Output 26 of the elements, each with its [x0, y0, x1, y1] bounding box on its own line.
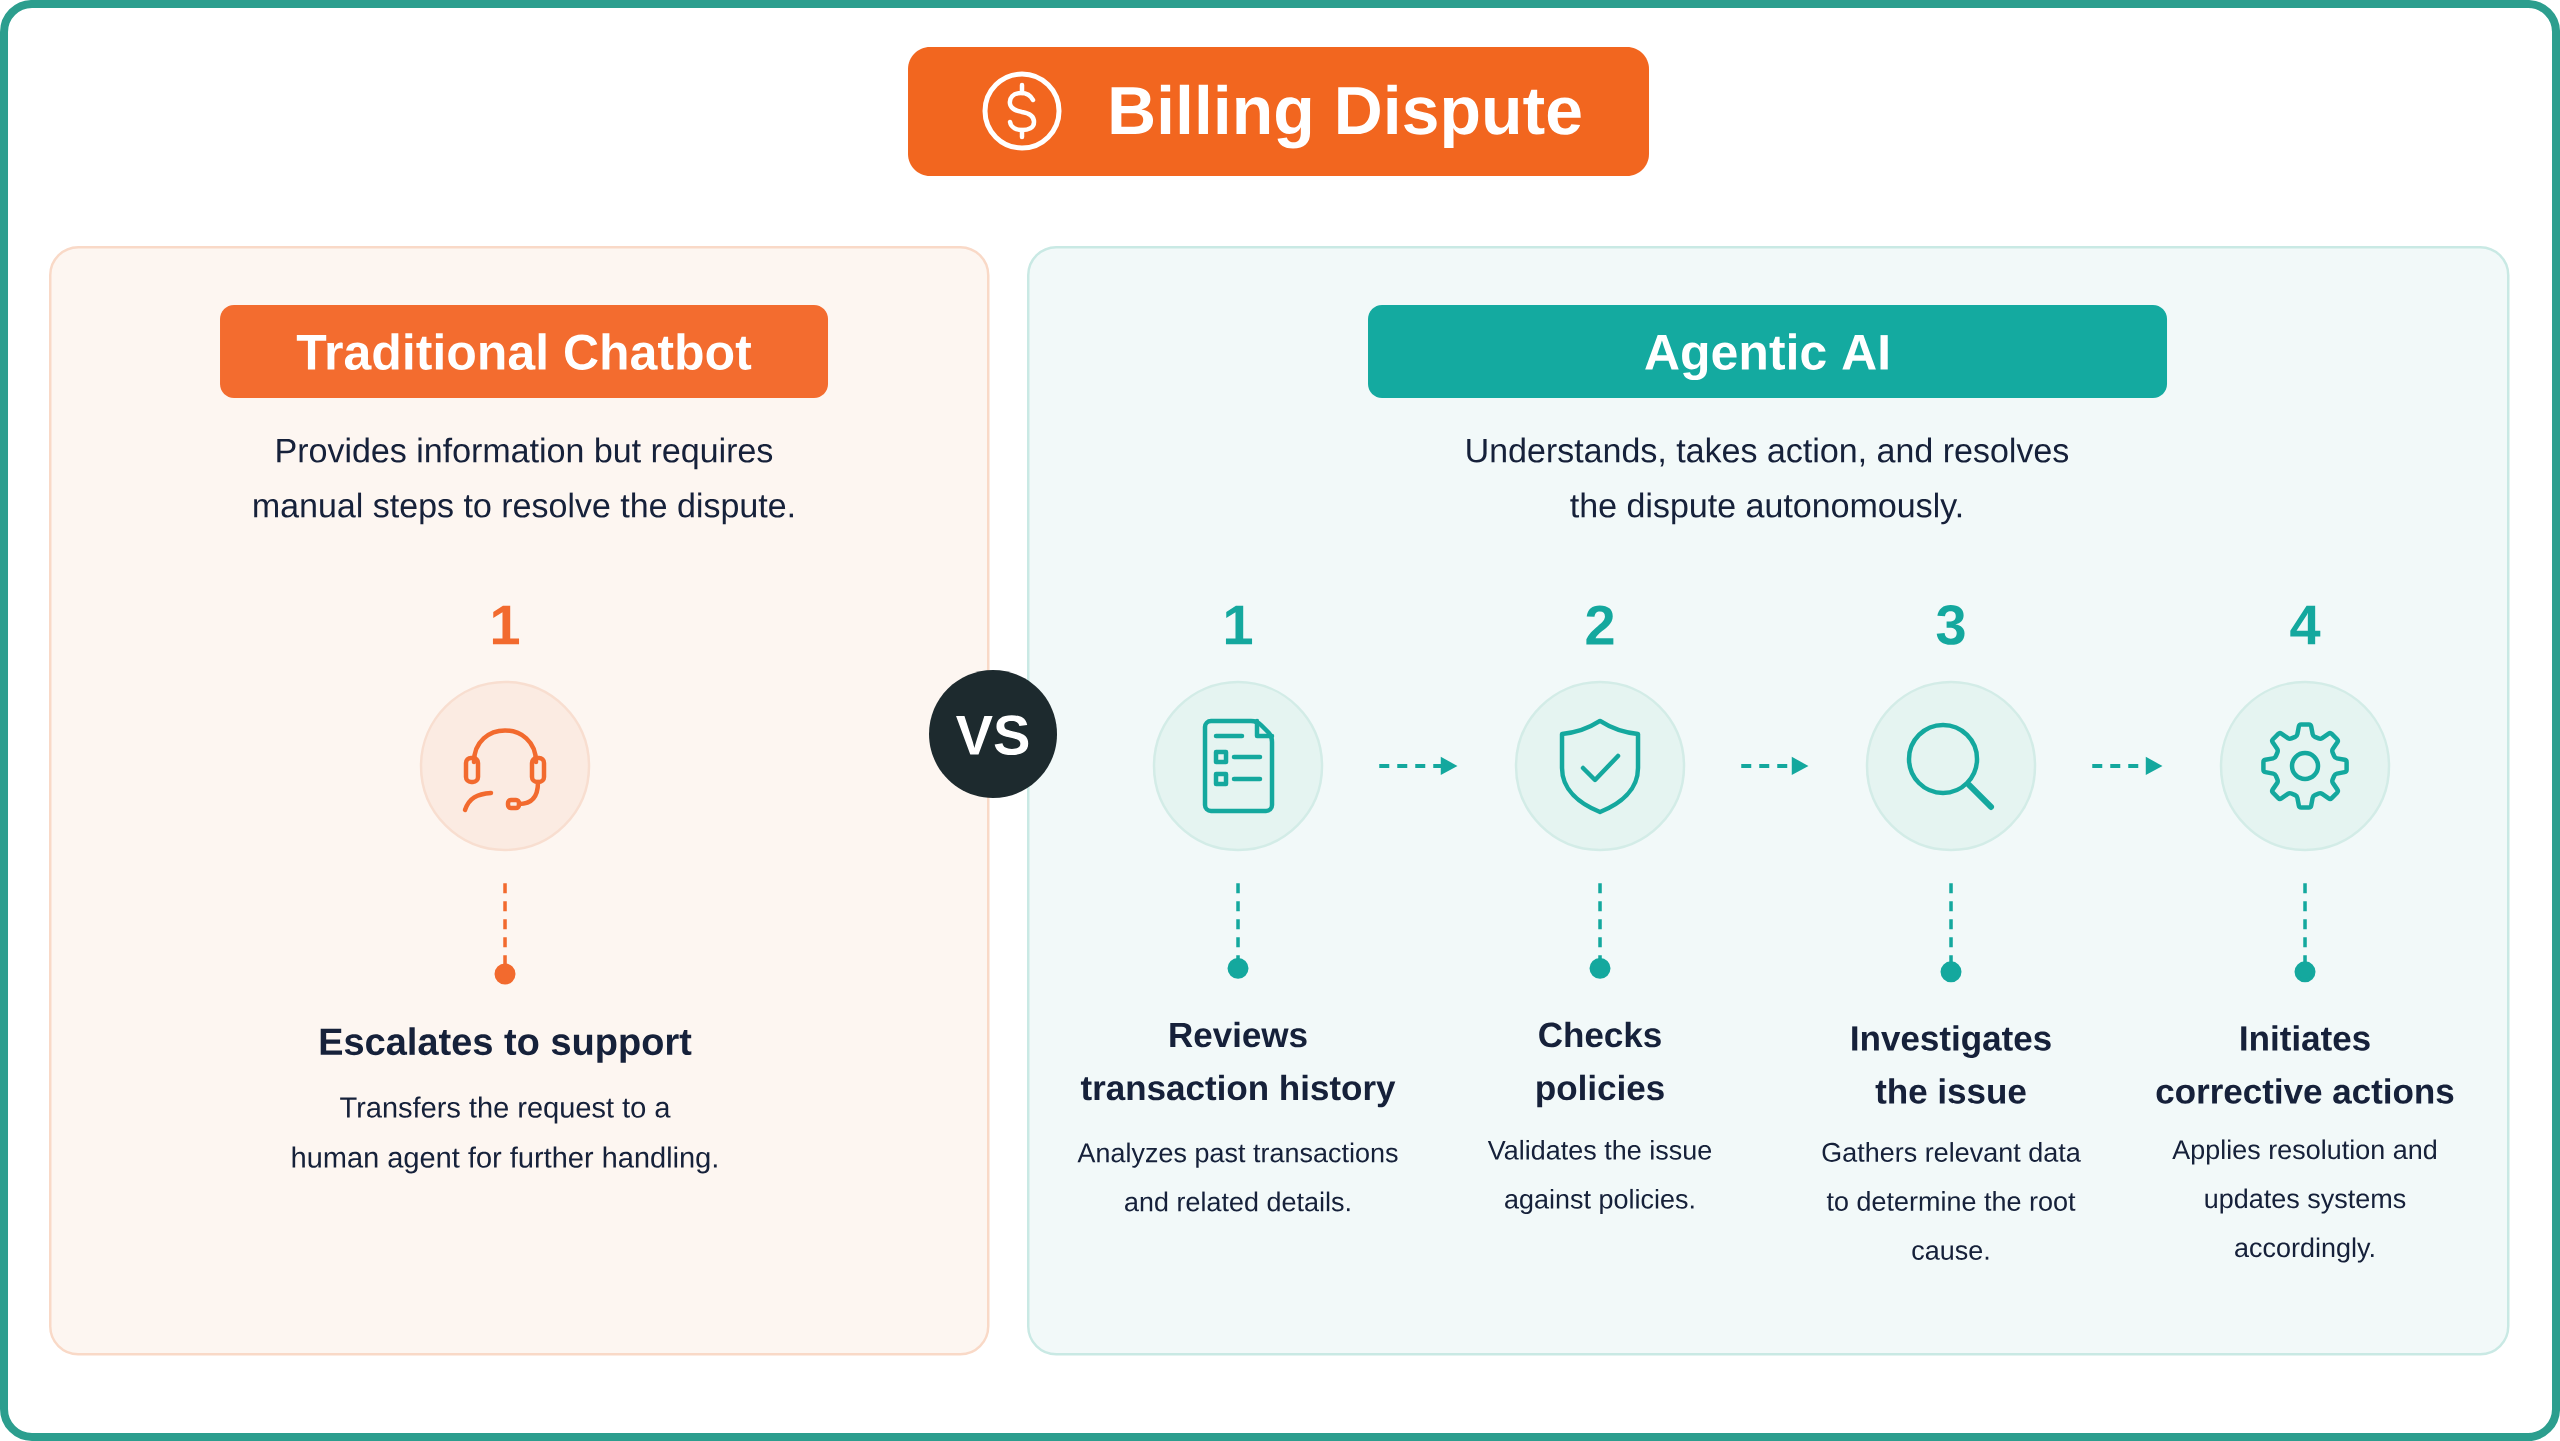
- step-description: Applies resolution and updates systems accordingly.: [2172, 1139, 2436, 1263]
- title-banner: Billing Dispute: [908, 47, 1649, 176]
- step-title: Initiates corrective actions: [2156, 1025, 2454, 1104]
- description: Understands, takes action, and resolves the dispute autonomously.: [1467, 437, 2069, 525]
- step-title: Checks policies: [1537, 1021, 1664, 1108]
- step-description: Transfers the request to a human agent for further handling.: [292, 1096, 717, 1174]
- section-header: Agentic AI: [1368, 305, 2167, 398]
- step-number: 1: [492, 605, 520, 645]
- description: Provides information but requires manual steps to resolve the dispute.: [254, 437, 793, 525]
- step-title: Investigates the issue: [1852, 1025, 2051, 1104]
- vs-badge: VS: [929, 670, 1057, 798]
- connector-line: [1227, 883, 1249, 979]
- step-description: Validates the issue against policies.: [1487, 1139, 1712, 1215]
- connector-line: [2294, 883, 2316, 983]
- step-number: 2: [1586, 605, 1614, 645]
- step-description: Analyzes past transactions and related details.: [1077, 1142, 1398, 1212]
- section-header: Traditional Chatbot: [220, 305, 828, 398]
- step-number: 3: [1936, 605, 1965, 645]
- step-title: Escalates to support: [320, 1027, 692, 1063]
- connector-line: [1589, 883, 1611, 979]
- step-number: 4: [2290, 605, 2321, 645]
- step-number: 1: [1225, 605, 1253, 645]
- connector-line: [1940, 883, 1962, 983]
- step-description: Gathers relevant data to determine the root cause.: [1822, 1142, 2081, 1260]
- step-title: Reviews transaction history: [1080, 1021, 1396, 1108]
- connector-line: [494, 883, 516, 985]
